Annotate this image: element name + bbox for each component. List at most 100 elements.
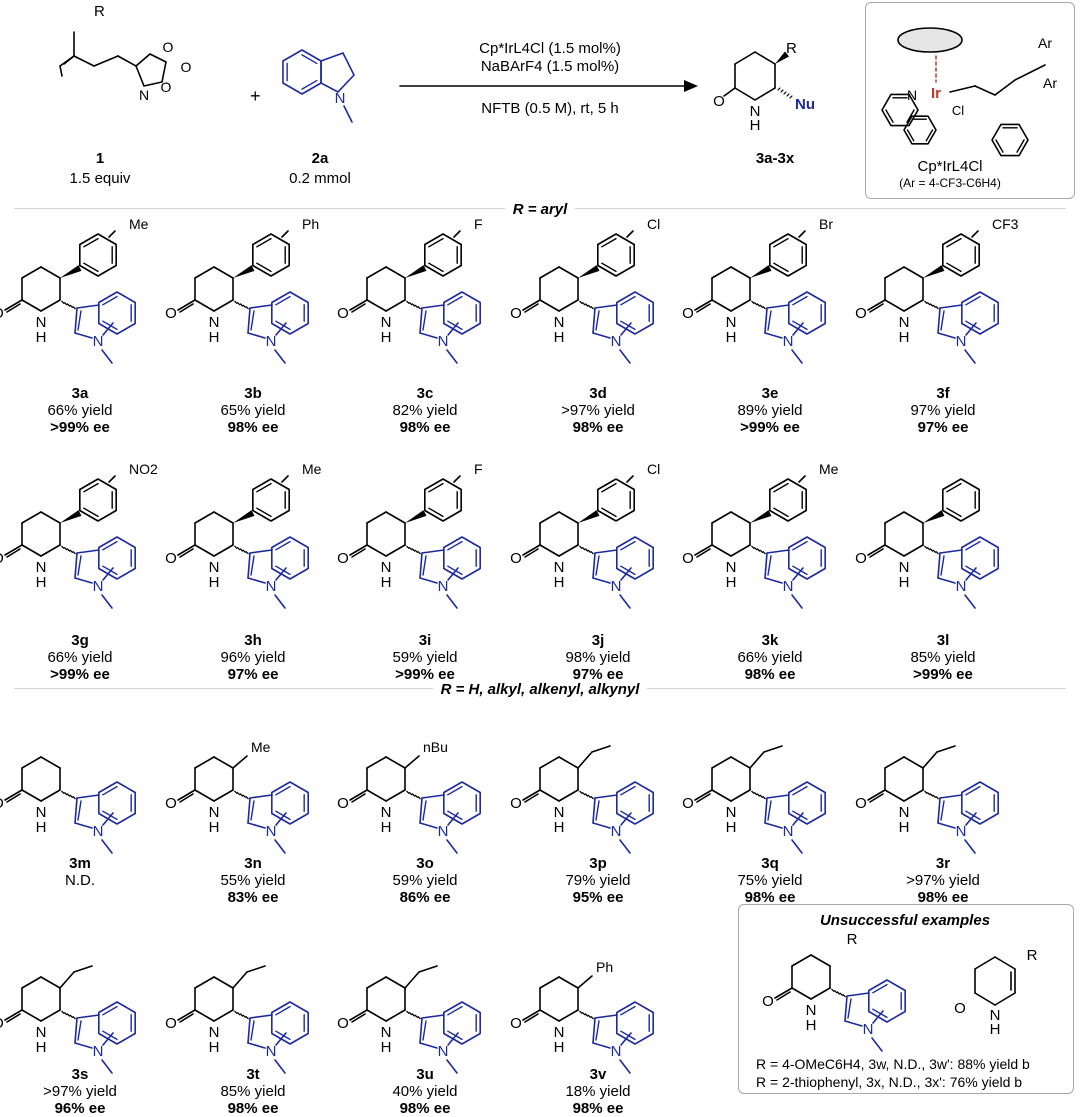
indole-bond [249, 549, 273, 554]
hash-bond [751, 545, 755, 549]
indole-benzene-ring [271, 536, 309, 580]
hash-bond [72, 551, 76, 555]
aromatic-bond [906, 109, 915, 123]
indole-bond [937, 307, 941, 334]
hash-bond [64, 792, 68, 796]
lactam-nitrogen: N [381, 314, 392, 331]
indole-bond [937, 552, 941, 579]
compound-yield: >97% yield [906, 872, 980, 889]
hash-bond [579, 1010, 583, 1014]
indole-benzene-ring [443, 781, 481, 825]
bond [791, 987, 812, 1000]
bond [117, 55, 137, 67]
carbonyl-bond [694, 544, 713, 556]
compound-id: 3v [589, 1066, 607, 1083]
carbonyl-bond [179, 303, 194, 313]
compound-id: 3p [589, 855, 607, 872]
alkyl-substituent: nBu [423, 739, 448, 755]
lactam-hydrogen: H [36, 574, 47, 591]
indole-bond [421, 1014, 445, 1019]
compound-ee: 98% ee [572, 1100, 624, 1117]
product-oxygen: O [713, 93, 725, 110]
catalyst-name: Cp*IrL4Cl [917, 158, 983, 175]
aryl-substituent: Cl [647, 216, 660, 232]
unsuccessful-title: Unsuccessful examples [819, 912, 991, 929]
bond [974, 992, 996, 1006]
alkyl-bond [246, 965, 266, 973]
indole-bond [594, 1014, 618, 1019]
indole-bond [594, 549, 618, 554]
aryl-ring-3a [79, 233, 117, 277]
indole-bond [422, 310, 427, 331]
indole-bond [422, 1020, 427, 1041]
hash-bond [929, 548, 934, 552]
carbonyl-oxygen: O [0, 550, 4, 567]
hash-bond [61, 1010, 65, 1014]
aromatic-bond [620, 810, 636, 821]
bond [108, 230, 116, 238]
ring-oxygen: O [161, 79, 172, 95]
aromatic-bond [1016, 139, 1025, 153]
bond [730, 299, 751, 312]
aryl-wedge [405, 510, 427, 523]
bond [21, 511, 42, 524]
carbonyl-bond [177, 1009, 196, 1021]
carbonyl-bond [869, 303, 884, 313]
aromatic-bond [102, 1030, 118, 1041]
aromatic-bond [275, 295, 291, 306]
indole-benzene-ring [271, 781, 309, 825]
indole-bond [592, 332, 611, 339]
aryl-substituent: Me [129, 216, 149, 232]
n-methyl-bond [446, 1059, 458, 1074]
hash-bond [582, 792, 586, 796]
section-aryl: R = aryl [0, 201, 1080, 218]
aromatic-bond [906, 129, 915, 142]
ring-oxygen: O [163, 39, 174, 55]
bond [539, 266, 560, 279]
hash-bond [590, 1016, 594, 1020]
hash-bond [839, 992, 843, 996]
carbonyl-bond [696, 548, 711, 558]
aromatic-bond [792, 295, 808, 306]
quinoline-ring [881, 93, 919, 127]
indole-bond [419, 307, 423, 334]
hash-bond [61, 790, 65, 794]
indole-nitrogen: N [438, 578, 449, 595]
bond [194, 789, 215, 802]
hash-bond [69, 1014, 73, 1018]
carbonyl-bond [349, 1009, 368, 1021]
hash-bond [842, 994, 846, 998]
hash-bond [245, 1016, 249, 1020]
compound-yield: 18% yield [565, 1083, 631, 1100]
carbonyl-oxygen: O [855, 305, 867, 322]
lactam-hydrogen: H [209, 819, 220, 836]
hash-bond [587, 549, 591, 553]
hash-bond [587, 794, 591, 798]
carbonyl-bond [696, 793, 711, 803]
bond [558, 299, 579, 312]
indole-bond [74, 552, 78, 579]
bond [1014, 64, 1046, 81]
lactam-hydrogen: H [806, 1017, 817, 1034]
hash-bond [409, 547, 413, 551]
indole-nitrogen: N [438, 333, 449, 350]
bond [994, 956, 1016, 970]
compound-yield: 55% yield [220, 872, 286, 889]
product-hydrogen: H [750, 117, 761, 134]
bond [711, 789, 732, 802]
indole-benzene-ring [616, 781, 654, 825]
carbonyl-bond [694, 299, 713, 311]
hash-bond [406, 790, 410, 794]
carbonyl-bond [522, 789, 541, 801]
compound-id: 3c [416, 385, 434, 402]
indole-benzene-ring [271, 1001, 309, 1045]
lactam-hydrogen: H [554, 1039, 565, 1056]
lactam-nitrogen: N [554, 559, 565, 576]
bond [884, 756, 905, 769]
reagent-indole-nitrogen: N [335, 90, 346, 107]
compound-yield: 79% yield [565, 872, 631, 889]
